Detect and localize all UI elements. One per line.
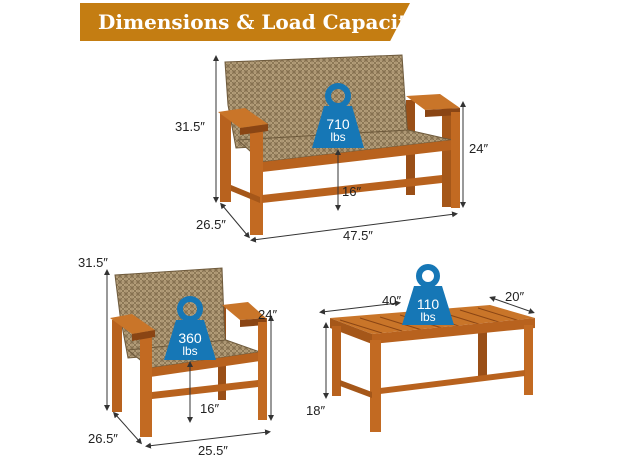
loveseat-width-label: 47.5″ [343,228,373,243]
chair-height-label: 31.5″ [78,255,108,270]
loveseat-height-label: 31.5″ [175,119,205,134]
title-banner: Dimensions & Load Capacity [80,3,410,41]
chair-capacity-unit: lbs [182,344,198,358]
loveseat-dimension-lines [213,55,466,243]
table-width-label: 20″ [505,289,525,304]
loveseat-capacity-unit: lbs [330,130,346,144]
loveseat-capacity-value: 710 [326,116,350,132]
table-dimension-lines [319,296,535,399]
table-capacity-label: 110 lbs [408,297,448,323]
loveseat-seat-height-label: 16″ [342,184,362,199]
table-height-label: 18″ [306,403,326,418]
chair-dimension-lines [104,269,274,449]
chair-capacity-badge [164,296,216,360]
banner-title: Dimensions & Load Capacity [98,10,420,34]
table-capacity-badge [402,264,454,325]
loveseat-image [218,54,460,235]
table-length-label: 40″ [382,293,402,308]
table-capacity-unit: lbs [420,310,436,324]
table-capacity-value: 110 [416,296,440,312]
loveseat-capacity-badge [312,83,364,148]
chair-capacity-value: 360 [178,330,202,346]
chair-width-label: 25.5″ [198,443,228,458]
loveseat-arm-height-label: 24″ [469,141,489,156]
chair-seat-height-label: 16″ [200,401,220,416]
chair-image [110,267,267,437]
loveseat-capacity-label: 710 lbs [318,117,358,143]
chair-depth-label: 26.5″ [88,431,118,446]
chair-capacity-label: 360 lbs [170,331,210,357]
loveseat-depth-label: 26.5″ [196,217,226,232]
chair-arm-height-label: 24″ [258,307,278,322]
